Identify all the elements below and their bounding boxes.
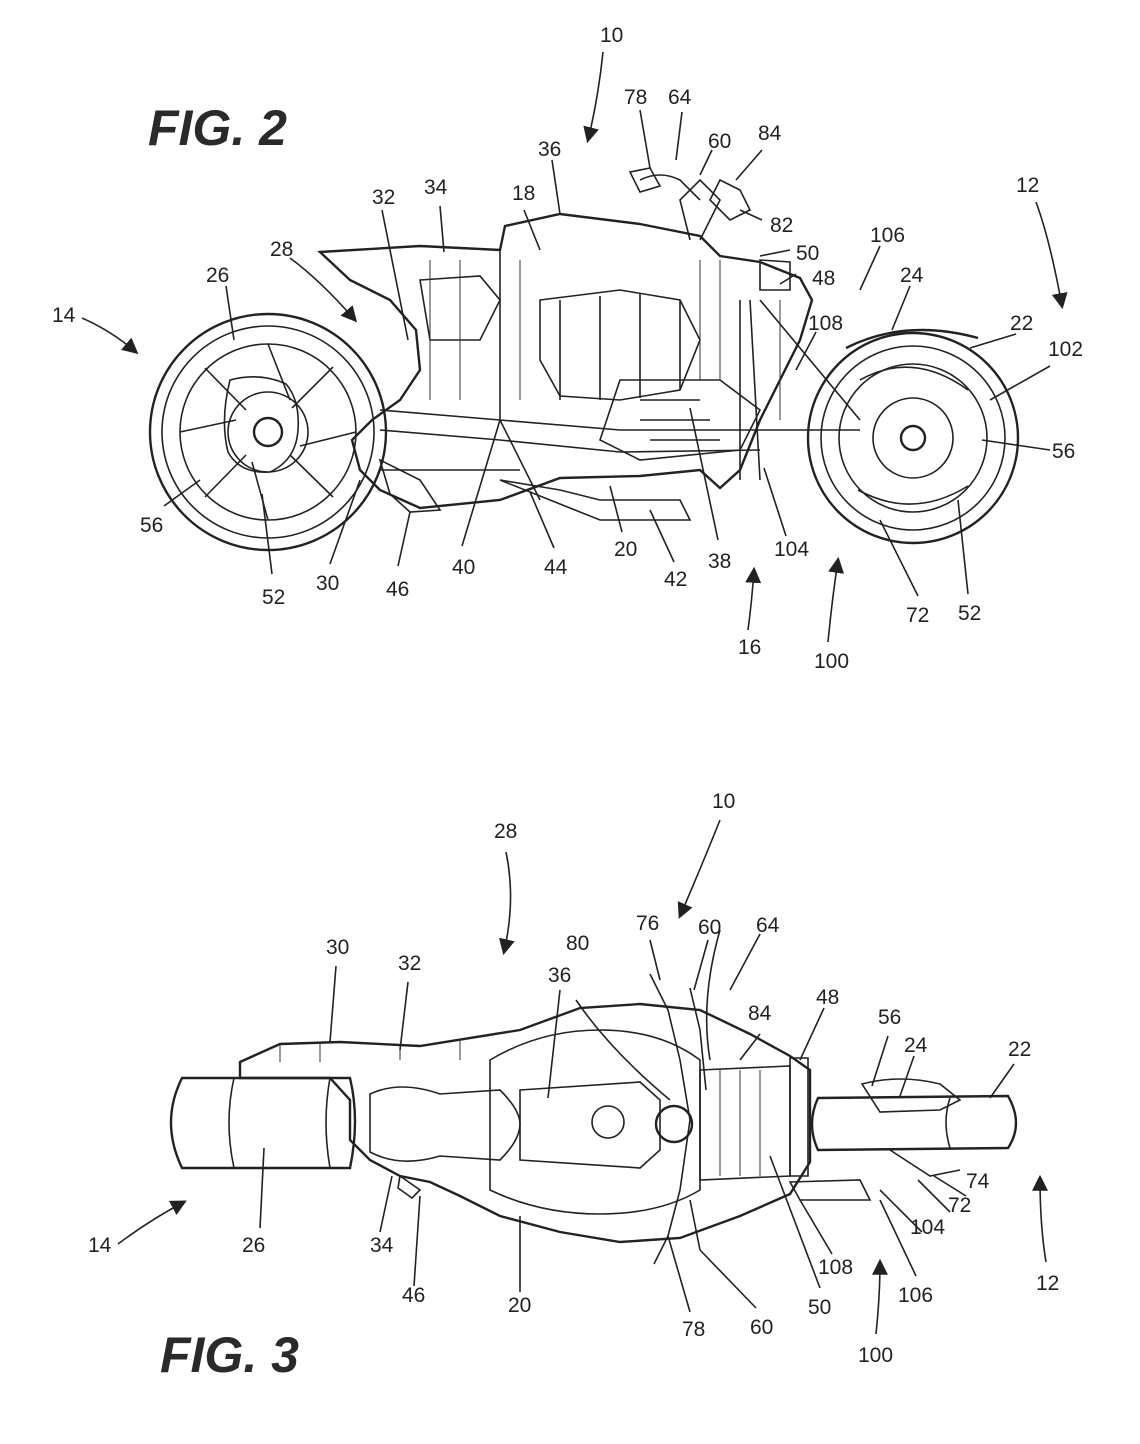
fig2-label-72: 72	[906, 604, 929, 627]
fig2-reference-labels: 10 78 64 60 84 36 18 82 50 48 34 32 28 1…	[52, 24, 1083, 673]
fig3-body	[238, 929, 872, 1265]
fig2-label-18: 18	[512, 182, 535, 205]
fig2-label-64: 64	[668, 86, 692, 109]
fig3-label-48: 48	[816, 986, 839, 1009]
fig2-label-24: 24	[900, 264, 924, 287]
fig2-label-36: 36	[538, 138, 561, 161]
fig2-label-30: 30	[316, 572, 339, 595]
fig2-label-52-rear: 52	[262, 586, 285, 609]
fig3-label-32: 32	[398, 952, 421, 975]
fig3-label-74: 74	[966, 1170, 990, 1193]
fig2-label-42: 42	[664, 568, 687, 591]
fig3-label-50: 50	[808, 1296, 831, 1319]
fig3-label-36: 36	[548, 964, 571, 987]
fig3-rear-wheel	[169, 1076, 357, 1170]
fig3-label-64: 64	[756, 914, 780, 937]
fig2-label-82: 82	[770, 214, 793, 237]
fig2-label-14: 14	[52, 304, 76, 327]
fig2-label-102: 102	[1048, 338, 1083, 361]
fig2-label-28: 28	[270, 238, 293, 261]
fig2-label-50: 50	[796, 242, 819, 265]
fig3-label-22: 22	[1008, 1038, 1031, 1061]
fig2-label-56-front: 56	[1052, 440, 1075, 463]
fig2-front-wheel	[806, 328, 1020, 545]
fig2-label-56-rear: 56	[140, 514, 163, 537]
fig3-label-26: 26	[242, 1234, 265, 1257]
fig3-label-108: 108	[818, 1256, 853, 1279]
fig3-front-wheel	[810, 1078, 1018, 1177]
fig3-leader-lines	[117, 819, 1049, 1335]
fig3-label-84: 84	[748, 1002, 772, 1025]
fig3-label-104: 104	[910, 1216, 945, 1239]
fig3-top-view-drawing	[117, 819, 1049, 1335]
fig2-label-44: 44	[544, 556, 568, 579]
fig2-label-34: 34	[424, 176, 448, 199]
fig3-label-72: 72	[948, 1194, 971, 1217]
fig3-label-20: 20	[508, 1294, 531, 1317]
fig3-label-76: 76	[636, 912, 659, 935]
fig3-label-14: 14	[88, 1234, 112, 1257]
fig2-label-100: 100	[814, 650, 849, 673]
fig2-body-frame	[317, 167, 861, 521]
fig3-label-78: 78	[682, 1318, 705, 1341]
fig3-label-106: 106	[898, 1284, 933, 1307]
fig3-title: FIG. 3	[160, 1327, 299, 1383]
fig3-reference-labels: 10 28 76 60 64 80 84 48 56 24 22 30 32 3…	[88, 790, 1059, 1367]
fig2-rear-wheel	[148, 312, 388, 552]
fig3-label-10: 10	[712, 790, 735, 813]
fig2-label-20: 20	[614, 538, 637, 561]
fig2-side-view-drawing	[81, 51, 1068, 643]
fig2-leader-lines	[81, 51, 1068, 643]
fig3-label-60-top: 60	[698, 916, 721, 939]
fig3-label-60-bottom: 60	[750, 1316, 773, 1339]
fig2-label-60: 60	[708, 130, 731, 153]
fig3-label-30: 30	[326, 936, 349, 959]
fig2-label-52-front: 52	[958, 602, 981, 625]
fig2-label-104: 104	[774, 538, 809, 561]
fig3-label-56: 56	[878, 1006, 901, 1029]
fig3-label-34: 34	[370, 1234, 394, 1257]
fig2-label-46: 46	[386, 578, 409, 601]
fig2-label-78: 78	[624, 86, 647, 109]
fig2-title: FIG. 2	[148, 100, 287, 156]
fig3-label-100: 100	[858, 1344, 893, 1367]
fig3-label-12: 12	[1036, 1272, 1059, 1295]
fig2-label-38: 38	[708, 550, 731, 573]
fig2-label-48: 48	[812, 267, 835, 290]
fig3-label-80: 80	[566, 932, 589, 955]
fig2-label-26: 26	[206, 264, 229, 287]
fig3-label-28: 28	[494, 820, 517, 843]
fig2-label-16: 16	[738, 636, 761, 659]
fig2-label-106: 106	[870, 224, 905, 247]
fig3-label-46: 46	[402, 1284, 425, 1307]
fig3-label-24: 24	[904, 1034, 928, 1057]
fig2-label-32: 32	[372, 186, 395, 209]
fig2-label-84: 84	[758, 122, 782, 145]
fig2-label-40: 40	[452, 556, 475, 579]
fig2-label-12: 12	[1016, 174, 1039, 197]
fig2-label-22: 22	[1010, 312, 1033, 335]
fig2-label-10: 10	[600, 24, 623, 47]
fig2-label-108: 108	[808, 312, 843, 335]
